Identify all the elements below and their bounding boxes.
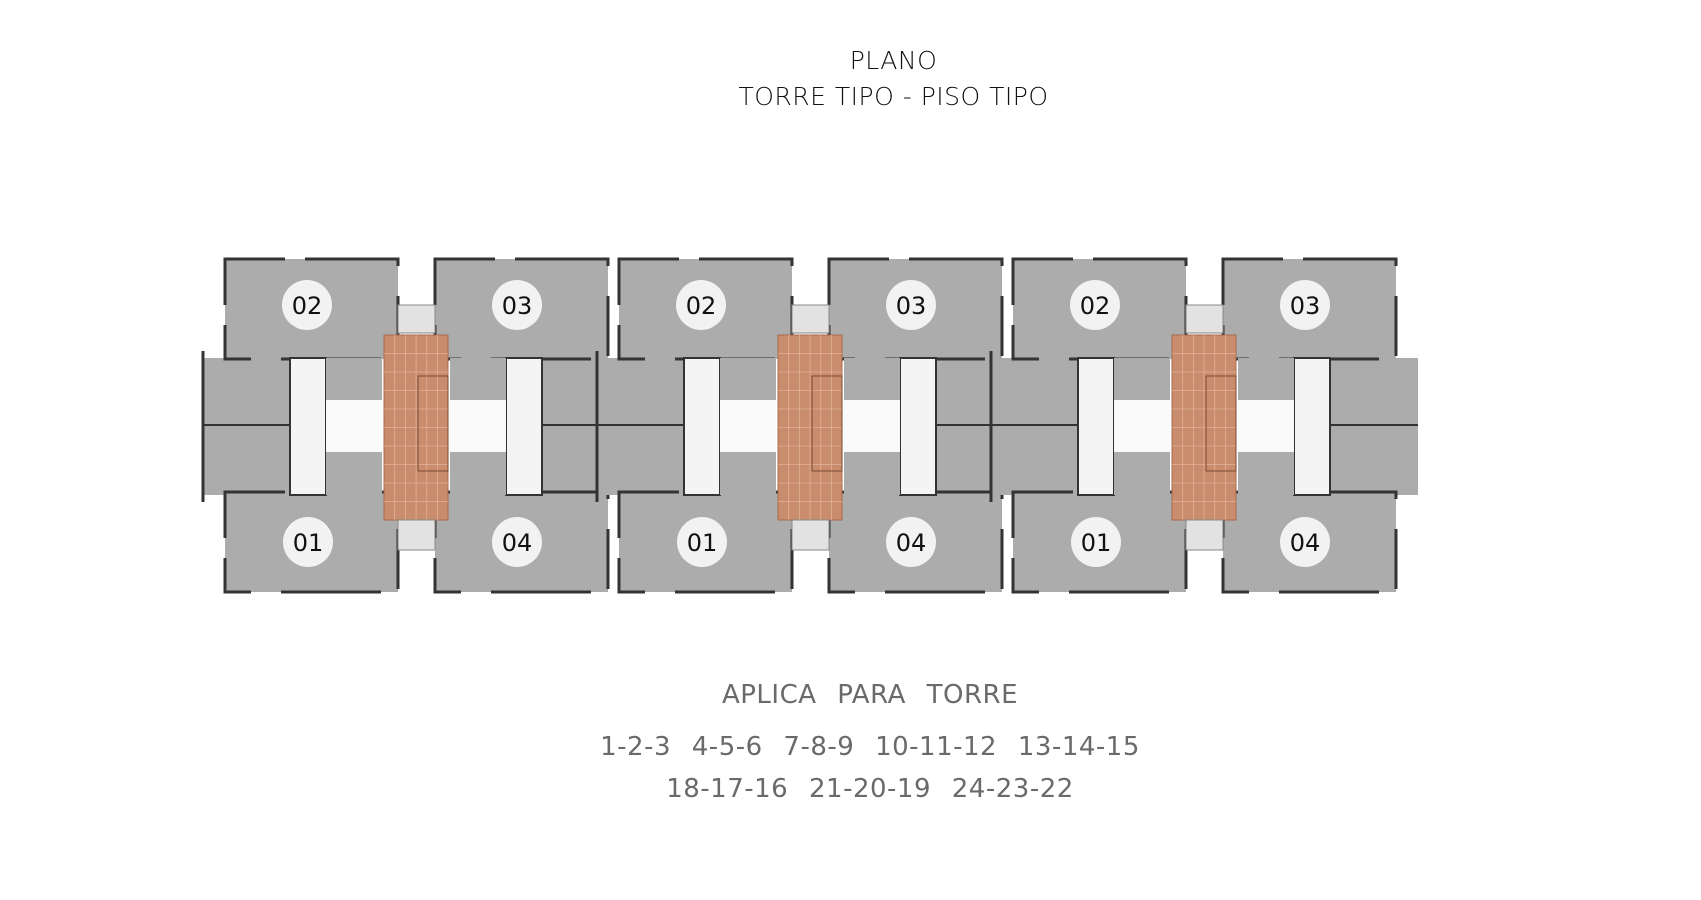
corridor [450, 400, 506, 452]
stairs-bottom [1185, 519, 1224, 551]
hall [1238, 358, 1294, 400]
unit-label-circle [1280, 517, 1330, 567]
unit-label-circle [1070, 280, 1120, 330]
stairs-bottom [791, 519, 830, 551]
hall [1114, 452, 1170, 495]
bathroom-block [1077, 357, 1115, 496]
unit-label: 03 [1290, 292, 1321, 320]
hall [720, 358, 776, 400]
hall [844, 452, 900, 495]
unit-label: 03 [502, 292, 533, 320]
unit-label-circle [676, 280, 726, 330]
unit-label: 02 [1080, 292, 1111, 320]
applies-heading: APLICA PARA TORRE [721, 680, 1019, 710]
unit-label: 01 [1081, 529, 1112, 557]
staircase [417, 375, 449, 472]
tower-2: 02 03 01 04 [595, 257, 1024, 594]
left-wing [202, 358, 302, 495]
unit-label: 04 [896, 529, 927, 557]
corridor [326, 400, 382, 452]
unit-label-circle [283, 517, 333, 567]
hall [450, 452, 506, 495]
corridor [844, 400, 900, 452]
stairs-top [791, 304, 830, 334]
corridor [1238, 400, 1294, 452]
plan-title: PLANO [849, 46, 938, 75]
unit-label: 02 [686, 292, 717, 320]
left-wing [990, 358, 1090, 495]
unit-label: 01 [687, 529, 718, 557]
stairs-top [397, 304, 436, 334]
unit-label-circle [492, 517, 542, 567]
unit-label-circle [1280, 280, 1330, 330]
unit-label: 02 [292, 292, 323, 320]
hall [720, 452, 776, 495]
hall [450, 358, 506, 400]
unit-label: 04 [1290, 529, 1321, 557]
tower-list-row-1: 1-2-3 4-5-6 7-8-9 10-11-12 13-14-15 [600, 732, 1140, 762]
bathroom-block [899, 357, 937, 496]
left-wing [596, 358, 696, 495]
staircase [811, 375, 843, 472]
tower-3: 02 03 01 04 [989, 257, 1418, 594]
hall [1114, 358, 1170, 400]
hall [844, 358, 900, 400]
hall [326, 452, 382, 495]
bathroom-block [505, 357, 543, 496]
staircase [1205, 375, 1237, 472]
stairs-bottom [397, 519, 436, 551]
unit-label-circle [677, 517, 727, 567]
right-wing [1318, 358, 1418, 495]
bathroom-block [1293, 357, 1331, 496]
bathroom-block [289, 357, 327, 496]
plan-subtitle: TORRE TIPO - PISO TIPO [738, 82, 1049, 111]
hall [326, 358, 382, 400]
unit-label-circle [282, 280, 332, 330]
corridor [720, 400, 776, 452]
unit-label: 04 [502, 529, 533, 557]
unit-label: 03 [896, 292, 927, 320]
hall [1238, 452, 1294, 495]
tower-1: 02 03 01 04 [201, 257, 630, 594]
unit-label-circle [886, 517, 936, 567]
bathroom-block [683, 357, 721, 496]
unit-label-circle [492, 280, 542, 330]
corridor [1114, 400, 1170, 452]
unit-label-circle [1071, 517, 1121, 567]
unit-label-circle [886, 280, 936, 330]
stairs-top [1185, 304, 1224, 334]
tower-list-row-2: 18-17-16 21-20-19 24-23-22 [666, 774, 1074, 804]
unit-label: 01 [293, 529, 324, 557]
